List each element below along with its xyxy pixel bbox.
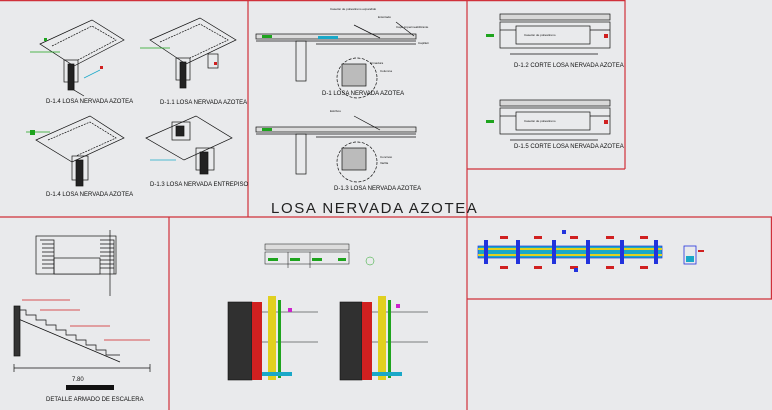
iso-detail-2 (140, 17, 237, 89)
section-note-caseton: Casetón de poliestireno expandido (330, 7, 377, 11)
iso-caption-2: D-1.1 LOSA NERVADA AZOTEA (160, 100, 247, 106)
section-note-columna: Columna (380, 69, 392, 73)
cross-section-1-box-label: Casetón de poliestireno (524, 33, 556, 37)
section-caption-1: D-1 LOSA NERVADA AZOTEA (322, 91, 404, 97)
iso-caption-1: D-1.4 LOSA NERVADA AZOTEA (46, 99, 133, 105)
sheet-title: LOSA NERVADA AZOTEA (271, 200, 478, 217)
column-section-detail (683, 245, 704, 265)
cross-section-caption-1: D-1.2 CORTE LOSA NERVADA AZOTEA (514, 63, 624, 69)
caption-underline (66, 385, 114, 390)
iso-caption-4: D-1.3 LOSA NERVADA ENTREPISO (150, 182, 248, 188)
section-note-armadura: Armadura (370, 61, 384, 65)
cross-section-1 (486, 13, 611, 55)
elevations-panel (227, 243, 428, 381)
beam-body (477, 245, 663, 259)
section-note-varilla: Varilla (380, 161, 388, 165)
beam-panel (477, 230, 704, 272)
stair-plan (35, 230, 117, 296)
section-note-estribos: Estribos (330, 109, 341, 113)
section-note-concreto: Concreto (380, 155, 393, 159)
mini-section (264, 243, 375, 268)
section-note-entortado: Entortado (378, 15, 391, 19)
section-detail-2 (255, 115, 417, 183)
stair-caption: DETALLE ARMADO DE ESCALERA (46, 397, 144, 403)
stair-section (13, 299, 151, 372)
cross-section-2-box-label: Casetón de poliestireno (524, 119, 556, 123)
iso-detail-3 (26, 115, 125, 187)
beam-bottom-bar (478, 254, 662, 256)
iso-detail-1 (30, 19, 125, 97)
section-panel: Casetón de poliestireno expandido Entort… (255, 7, 478, 217)
beam-top-bar (478, 248, 662, 250)
section-caption-2: D-1.3 LOSA NERVADA AZOTEA (334, 186, 421, 192)
cross-section-panel: Casetón de poliestireno D-1.2 CORTE LOSA… (486, 13, 624, 150)
section-detail-1 (255, 21, 417, 99)
elevation-left (227, 296, 318, 381)
cross-section-2 (486, 99, 611, 141)
elevation-right (339, 296, 428, 381)
cross-section-caption-2: D-1.5 CORTE LOSA NERVADA AZOTEA (514, 144, 624, 150)
stair-panel: 7.80 DETALLE ARMADO DE ESCALERA (13, 230, 151, 403)
section-note-capa: Capa impermeabilizante (396, 25, 429, 29)
iso-caption-3: D-1.4 LOSA NERVADA AZOTEA (46, 192, 133, 198)
beam-annotations (500, 230, 648, 272)
section-note-capilleti: Capilleti (418, 41, 429, 45)
isometric-details-panel: D-1.4 LOSA NERVADA AZOTEA D-1.1 LOSA NER… (26, 17, 248, 198)
iso-detail-4 (145, 115, 233, 175)
stair-dimension: 7.80 (72, 377, 84, 383)
beam-columns (484, 240, 658, 264)
